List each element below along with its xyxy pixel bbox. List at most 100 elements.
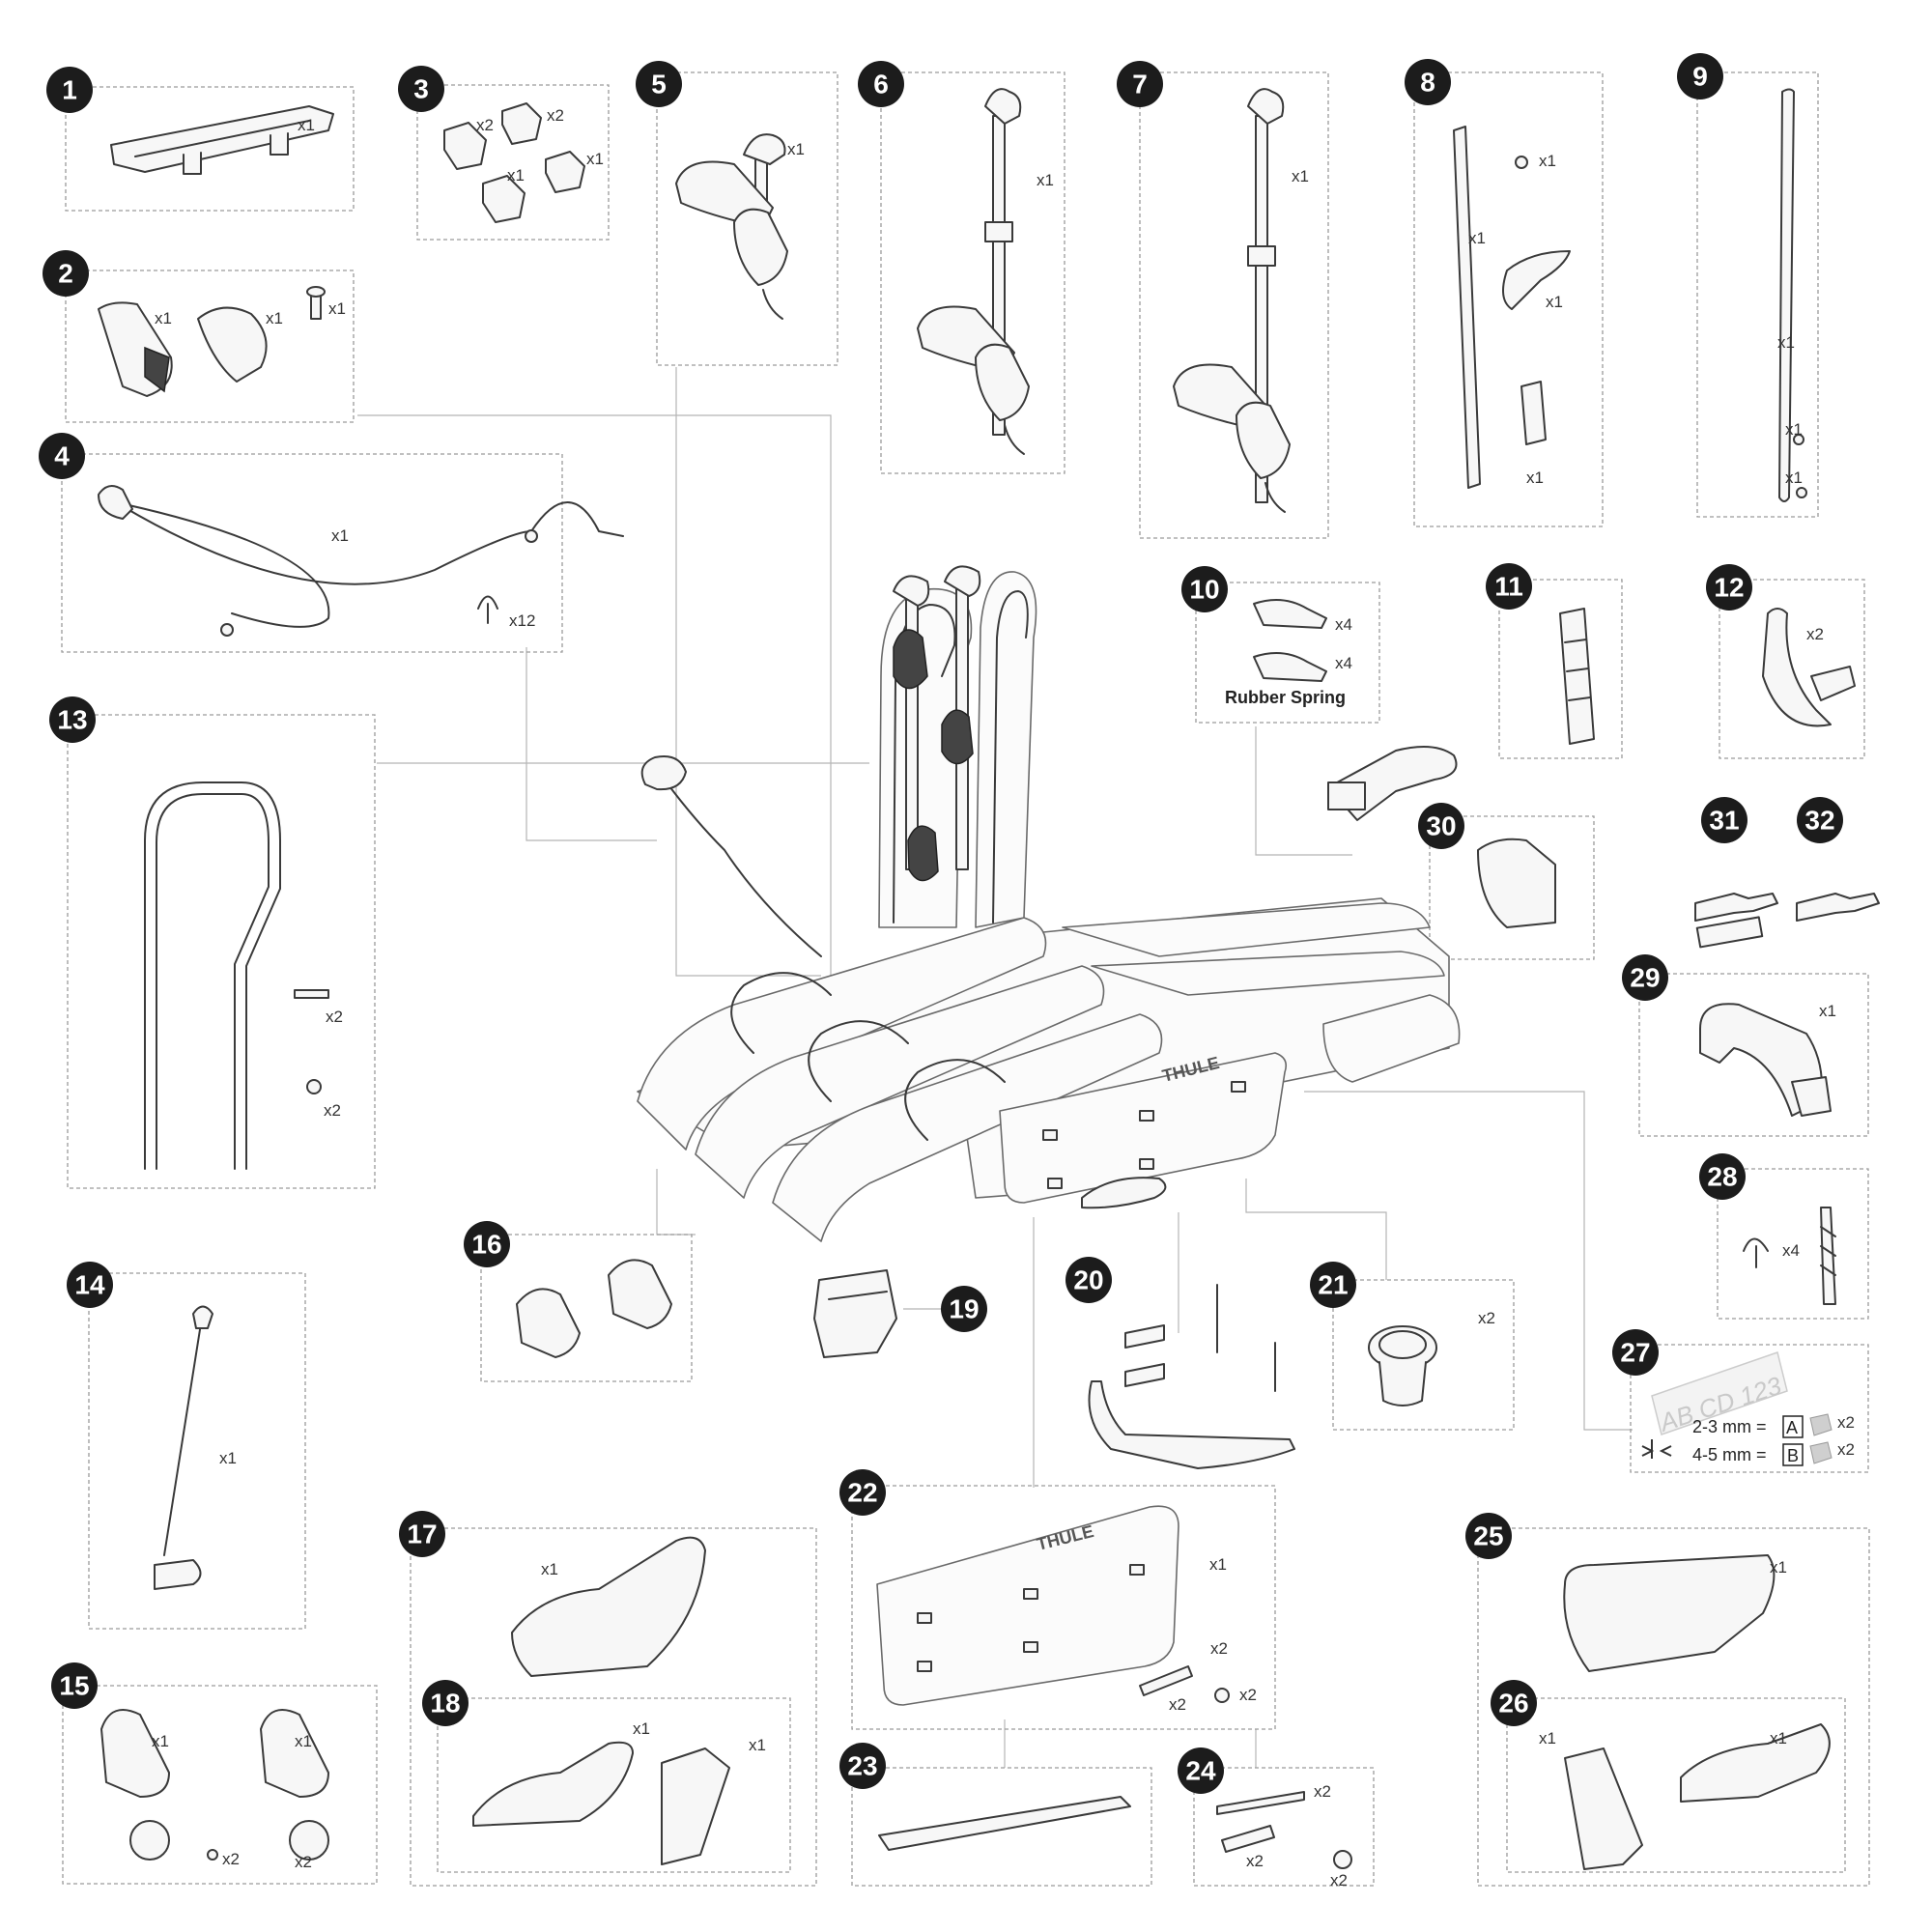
part-7-drawing bbox=[1173, 88, 1291, 513]
svg-text:19: 19 bbox=[949, 1294, 979, 1324]
part-badge-4: 4 bbox=[39, 433, 85, 479]
svg-text:4: 4 bbox=[54, 441, 70, 471]
part-9-drawing bbox=[1778, 88, 1807, 502]
part-badge-10: 10 bbox=[1181, 566, 1228, 612]
part-badge-26: 26 bbox=[1491, 1680, 1537, 1726]
qty-22d: x2 bbox=[1169, 1695, 1186, 1714]
qty-22a: x1 bbox=[1209, 1555, 1227, 1574]
key-b-label: B bbox=[1787, 1446, 1799, 1465]
part-3-drawing bbox=[443, 102, 585, 223]
part-8-drawing bbox=[1453, 126, 1571, 489]
qty-7: x1 bbox=[1292, 167, 1309, 185]
part-17-drawing bbox=[511, 1536, 706, 1677]
qty-15d: x2 bbox=[295, 1853, 312, 1871]
part-badge-14: 14 bbox=[67, 1262, 113, 1308]
part-badge-5: 5 bbox=[636, 61, 682, 107]
qty-24b: x2 bbox=[1246, 1852, 1264, 1870]
svg-text:24: 24 bbox=[1185, 1756, 1216, 1786]
qty-3b: x2 bbox=[547, 106, 564, 125]
part-19-drawing bbox=[813, 1269, 897, 1358]
svg-text:17: 17 bbox=[407, 1520, 437, 1549]
part-23-drawing bbox=[878, 1796, 1131, 1851]
svg-text:6: 6 bbox=[873, 70, 889, 99]
part-badge-1: 1 bbox=[46, 67, 93, 113]
part-badge-12: 12 bbox=[1706, 564, 1752, 611]
qty-17: x1 bbox=[541, 1560, 558, 1578]
part-16-drawing bbox=[516, 1259, 672, 1358]
qty-28: x4 bbox=[1782, 1241, 1800, 1260]
part-badge-15: 15 bbox=[51, 1662, 98, 1709]
part-badge-3: 3 bbox=[398, 66, 444, 112]
qty-8d: x1 bbox=[1526, 469, 1544, 487]
part-20-drawing bbox=[1088, 1284, 1295, 1469]
part-badge-20: 20 bbox=[1065, 1257, 1112, 1303]
qty-10a: x4 bbox=[1335, 615, 1352, 634]
part-badge-19: 19 bbox=[941, 1286, 987, 1332]
qty-15b: x1 bbox=[295, 1732, 312, 1750]
part-21-drawing bbox=[1368, 1325, 1437, 1406]
svg-text:8: 8 bbox=[1420, 68, 1435, 98]
part-18-drawing bbox=[472, 1741, 730, 1865]
part-25-drawing bbox=[1563, 1554, 1776, 1672]
part-24-drawing bbox=[1216, 1791, 1352, 1869]
svg-text:27: 27 bbox=[1620, 1338, 1650, 1368]
qty-22c: x2 bbox=[1239, 1686, 1257, 1704]
part-22-drawing: THULE bbox=[876, 1505, 1230, 1706]
svg-text:15: 15 bbox=[59, 1671, 89, 1701]
qty-1: x1 bbox=[298, 116, 315, 134]
qty-2b: x1 bbox=[266, 309, 283, 327]
qty-15c: x2 bbox=[222, 1850, 240, 1868]
qty-15a: x1 bbox=[152, 1732, 169, 1750]
qty-24c: x2 bbox=[1330, 1871, 1348, 1889]
svg-text:2: 2 bbox=[58, 259, 73, 289]
qty-13a: x2 bbox=[326, 1008, 343, 1026]
part-6-drawing bbox=[917, 88, 1030, 455]
qty-8c: x1 bbox=[1546, 293, 1563, 311]
part-badge-17: 17 bbox=[399, 1511, 445, 1557]
part-12-drawing bbox=[1762, 608, 1856, 727]
part-badge-7: 7 bbox=[1117, 61, 1163, 107]
svg-text:10: 10 bbox=[1189, 575, 1219, 605]
part-badge-25: 25 bbox=[1465, 1513, 1512, 1559]
part-badge-6: 6 bbox=[858, 61, 904, 107]
part-badge-29: 29 bbox=[1622, 954, 1668, 1001]
qty-9b: x1 bbox=[1785, 420, 1803, 439]
qty-26a: x1 bbox=[1539, 1729, 1556, 1747]
svg-text:9: 9 bbox=[1692, 62, 1708, 92]
thickness-b-label: 4-5 mm = bbox=[1692, 1445, 1767, 1464]
part-31-32-drawing bbox=[1694, 893, 1880, 949]
part-4-drawing bbox=[98, 485, 624, 637]
qty-6: x1 bbox=[1037, 171, 1054, 189]
qty-9c: x1 bbox=[1785, 469, 1803, 487]
qty-13b: x2 bbox=[324, 1101, 341, 1120]
part-badge-18: 18 bbox=[422, 1680, 469, 1726]
qty-26b: x1 bbox=[1770, 1729, 1787, 1747]
svg-text:20: 20 bbox=[1073, 1265, 1103, 1295]
qty-8b: x1 bbox=[1468, 229, 1486, 247]
qty-24a: x2 bbox=[1314, 1782, 1331, 1801]
svg-text:11: 11 bbox=[1494, 572, 1523, 602]
part-27-drawing: AB CD 123 bbox=[1641, 1351, 1788, 1459]
plate-thickness-legend: 2-3 mm = A 4-5 mm = B bbox=[1692, 1413, 1833, 1466]
svg-text:3: 3 bbox=[413, 74, 429, 104]
part-badge-27: 27 bbox=[1612, 1329, 1659, 1376]
qty-27a: x2 bbox=[1837, 1413, 1855, 1432]
part-badge-32: 32 bbox=[1797, 797, 1843, 843]
part-11-drawing bbox=[1559, 608, 1595, 745]
part-28-drawing bbox=[1743, 1207, 1836, 1305]
svg-text:32: 32 bbox=[1804, 806, 1834, 836]
svg-text:13: 13 bbox=[57, 705, 87, 735]
part-30-drawing bbox=[1477, 838, 1556, 928]
svg-text:26: 26 bbox=[1498, 1689, 1528, 1719]
part-badge-21: 21 bbox=[1310, 1262, 1356, 1308]
quantity-labels: x1 x1 x1 x1 x2 x2 x1 x1 x1 x1 x1 x1 x1 x… bbox=[152, 106, 1855, 1889]
qty-3a: x2 bbox=[476, 116, 494, 134]
part-badge-9: 9 bbox=[1677, 53, 1723, 99]
key-a-label: A bbox=[1786, 1418, 1798, 1437]
part-badge-28: 28 bbox=[1699, 1153, 1746, 1200]
part-badge-13: 13 bbox=[49, 696, 96, 743]
part-badge-31: 31 bbox=[1701, 797, 1747, 843]
qty-9a: x1 bbox=[1777, 333, 1795, 352]
svg-text:23: 23 bbox=[847, 1751, 877, 1781]
svg-text:16: 16 bbox=[471, 1230, 501, 1260]
